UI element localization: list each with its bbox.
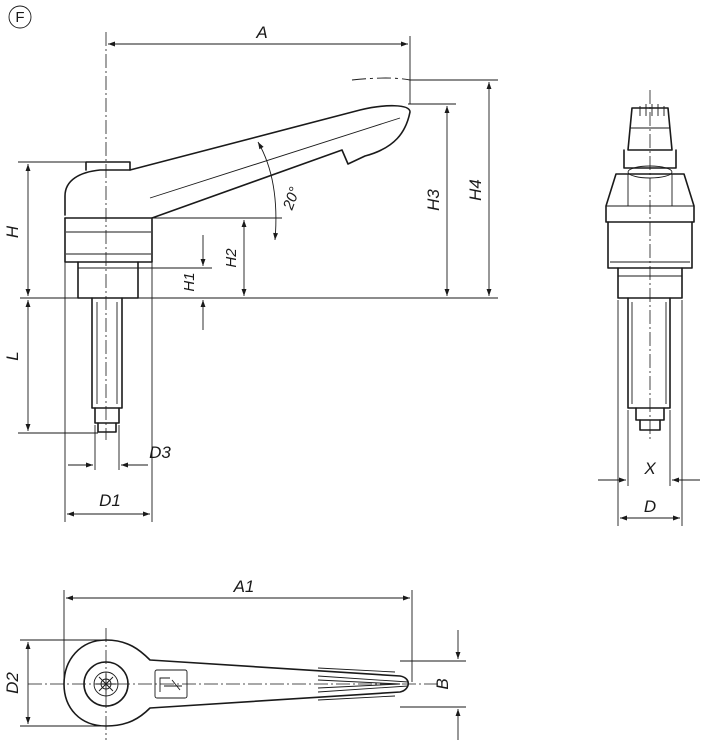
dim-label-A: A xyxy=(255,23,267,42)
side-view xyxy=(20,32,498,440)
dim-label-D2: D2 xyxy=(3,672,22,694)
dim-label-D: D xyxy=(644,497,656,516)
dim-label-H2: H2 xyxy=(223,248,240,268)
top-view-dimensions: A1 D2 B xyxy=(3,577,466,740)
dim-label-X: X xyxy=(643,459,656,478)
dim-label-B: B xyxy=(433,678,452,689)
side-view-dimensions: A H L H1 H2 H3 H4 20° D3 xyxy=(3,23,498,522)
dim-label-H4: H4 xyxy=(466,179,485,201)
dim-label-H3: H3 xyxy=(424,189,443,211)
dim-label-angle: 20° xyxy=(280,185,304,213)
top-view xyxy=(28,628,440,740)
front-view-dimensions: X D xyxy=(598,300,700,526)
front-view xyxy=(605,90,695,440)
dim-label-A1: A1 xyxy=(233,577,255,596)
dim-label-D1: D1 xyxy=(99,491,121,510)
dim-label-L: L xyxy=(3,351,22,360)
view-marker-label: F xyxy=(15,9,24,26)
dim-label-H1: H1 xyxy=(181,272,198,291)
dim-label-H: H xyxy=(3,225,22,238)
dim-label-D3: D3 xyxy=(149,443,171,462)
view-marker: F xyxy=(8,5,32,29)
